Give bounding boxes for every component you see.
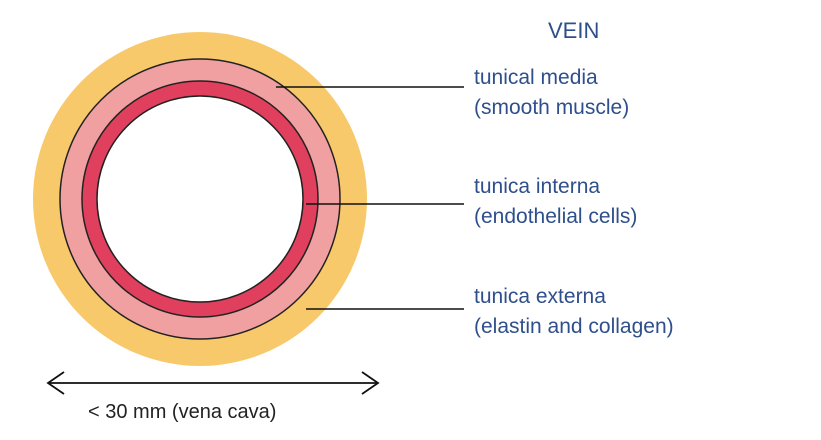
label-tunica-externa-name: tunica externa [474, 285, 606, 308]
label-tunica-interna: tunica interna (endothelial cells) [474, 172, 637, 232]
label-tunica-media-name: tunical media [474, 66, 598, 89]
vein-lumen [96, 95, 304, 303]
label-tunica-interna-desc: (endothelial cells) [474, 205, 638, 228]
diameter-label: < 30 mm (vena cava) [88, 401, 277, 423]
label-tunica-media-desc: (smooth muscle) [474, 96, 630, 119]
label-tunica-externa-desc: (elastin and collagen) [474, 315, 674, 338]
label-tunica-externa: tunica externa (elastin and collagen) [474, 282, 674, 342]
diagram-title: VEIN [548, 18, 600, 43]
diameter-arrow [46, 371, 380, 395]
label-tunica-media: tunical media (smooth muscle) [474, 63, 629, 123]
label-tunica-interna-name: tunica interna [474, 175, 601, 198]
